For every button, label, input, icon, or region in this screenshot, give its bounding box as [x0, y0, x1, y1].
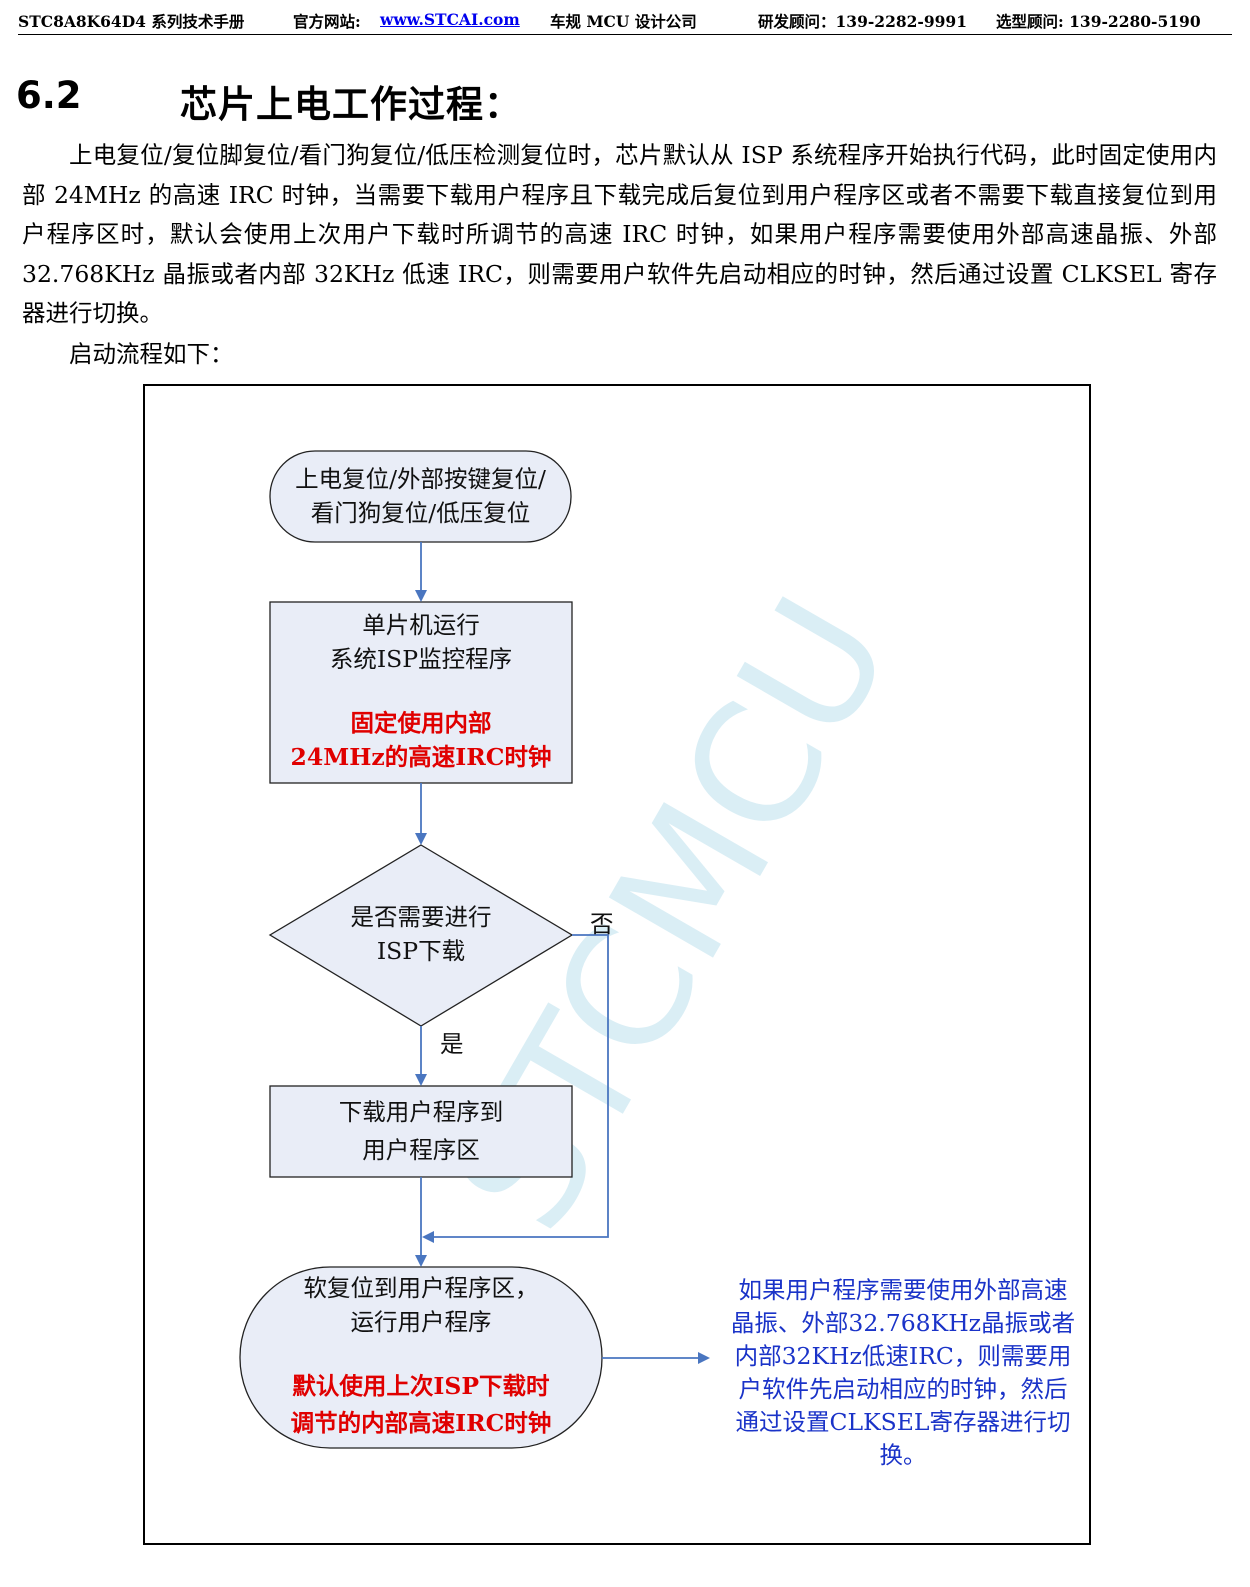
company-name: 车规 MCU 设计公司 [550, 12, 697, 31]
decision-line1: 是否需要进行 [350, 903, 492, 931]
arrow-decision-no [422, 934, 609, 1243]
rd-contact: 研发顾问：139-2282-9991 [758, 12, 968, 31]
isp-red-line2: 24MHz的高速IRC时钟 [290, 743, 552, 771]
run-red-line2: 调节的内部高速IRC时钟 [290, 1409, 552, 1437]
flowchart-frame [143, 384, 1091, 1545]
download-line2: 用户程序区 [362, 1136, 480, 1164]
clock-switch-note: 如果用户程序需要使用外部高速晶振、外部32.768KHz晶振或者内部32KHz低… [730, 1276, 1076, 1469]
start-line1: 上电复位/外部按键复位/ [295, 465, 546, 493]
isp-red-line1: 固定使用内部 [350, 709, 492, 737]
isp-node-text: 单片机运行 系统ISP监控程序 固定使用内部 24MHz的高速IRC时钟 [270, 608, 572, 774]
section-title: 芯片上电工作过程： [180, 83, 522, 126]
isp-line1: 单片机运行 [362, 611, 480, 639]
isp-node [269, 601, 573, 784]
decision-line2: ISP下载 [376, 937, 466, 965]
run-red-line1: 默认使用上次ISP下载时 [292, 1372, 550, 1400]
run-line1: 软复位到用户程序区， [303, 1274, 539, 1302]
body-paragraph: 上电复位/复位脚复位/看门狗复位/低压检测复位时，芯片默认从 ISP 系统程序开… [22, 141, 1217, 327]
download-node-text: 下载用户程序到 用户程序区 [270, 1093, 572, 1169]
isp-line2: 系统ISP监控程序 [329, 645, 513, 673]
selection-contact: 选型顾问: 139-2280-5190 [996, 12, 1201, 31]
run-node-text: 软复位到用户程序区， 运行用户程序 默认使用上次ISP下载时 调节的内部高速IR… [240, 1271, 602, 1443]
section-number: 6.2 [16, 74, 82, 117]
manual-title: STC8A8K64D4 系列技术手册 [18, 12, 245, 31]
label-no: 否 [590, 910, 614, 938]
start-line2: 看门狗复位/低压复位 [310, 499, 531, 527]
header-divider [18, 34, 1232, 35]
page-header: STC8A8K64D4 系列技术手册 官方网站: www.STCAI.com 车… [18, 6, 1232, 32]
decision-node-text: 是否需要进行 ISP下载 [300, 900, 542, 968]
run-line2: 运行用户程序 [350, 1308, 492, 1336]
flow-intro: 启动流程如下： [69, 340, 234, 368]
start-node-text: 上电复位/外部按键复位/ 看门狗复位/低压复位 [270, 462, 571, 530]
website-label: 官方网站: [293, 12, 361, 31]
download-node [269, 1085, 573, 1178]
download-line1: 下载用户程序到 [338, 1098, 504, 1126]
label-yes: 是 [440, 1030, 464, 1058]
website-link[interactable]: www.STCAI.com [380, 10, 520, 29]
